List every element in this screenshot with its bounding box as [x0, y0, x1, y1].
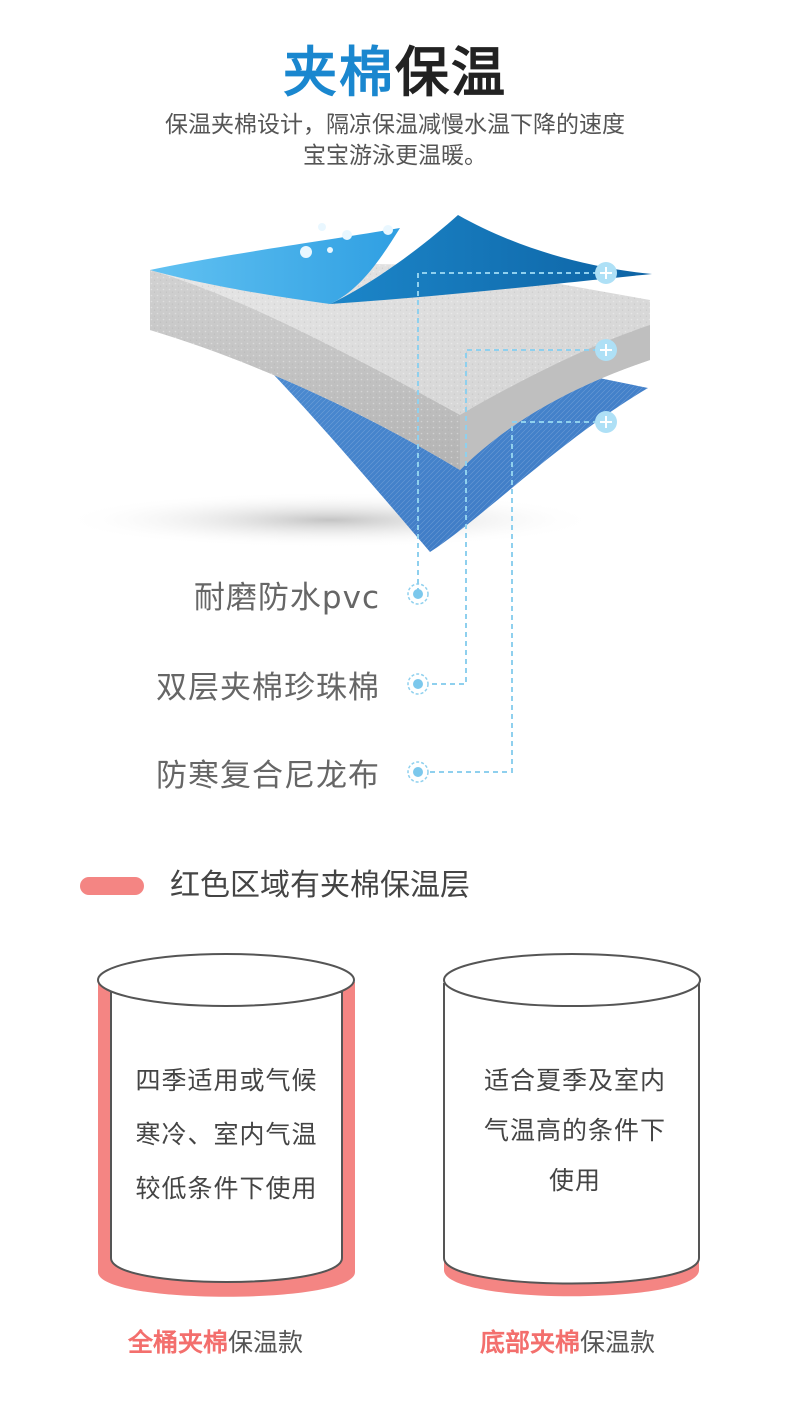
bucket-2-line-1: 适合夏季及室内 — [483, 1066, 666, 1095]
layer-label-nylon: 防寒复合尼龙布 — [156, 758, 380, 794]
bucket-1-caption-highlight: 全桶夹棉 — [128, 1328, 229, 1357]
buckets-illustration — [97, 953, 701, 1297]
bucket-full-quilted — [97, 953, 355, 1297]
bucket-1-line-3: 较低条件下使用 — [135, 1174, 318, 1203]
bucket-1-caption-rest: 保温款 — [228, 1328, 304, 1357]
bucket-2-line-3: 使用 — [548, 1166, 601, 1195]
layer-shadow — [60, 492, 600, 548]
subtitle-line-1: 保温夹棉设计，隔凉保温减慢水温下降的速度 — [165, 112, 625, 138]
bucket-2-caption-highlight: 底部夹棉 — [480, 1328, 581, 1357]
bucket-1-line-2: 寒冷、室内气温 — [135, 1120, 318, 1149]
layer-label-pvc: 耐磨防水pvc — [193, 580, 380, 616]
bucket-2-description: 适合夏季及室内 气温高的条件下 使用 — [450, 1056, 700, 1206]
layer-label-foam: 双层夹棉珍珠棉 — [156, 670, 380, 706]
water-bubble-icon — [300, 223, 393, 258]
plus-marker-icon — [595, 262, 617, 433]
bucket-2-line-2: 气温高的条件下 — [483, 1116, 666, 1145]
title-rest: 保温 — [395, 41, 507, 104]
foam-layer — [150, 263, 650, 470]
legend-text: 红色区域有夹棉保温层 — [170, 868, 470, 903]
pvc-layer — [150, 215, 652, 304]
bucket-2-caption-rest: 保温款 — [580, 1328, 656, 1357]
title-highlight: 夹棉 — [283, 41, 395, 104]
bucket-1-caption: 全桶夹棉保温款 — [128, 1326, 303, 1360]
bucket-1-line-1: 四季适用或气候 — [135, 1066, 318, 1095]
connector-lines — [417, 272, 598, 773]
material-layers-illustration — [60, 215, 652, 783]
page-title: 夹棉保温 — [0, 38, 790, 108]
bucket-2-caption: 底部夹棉保温款 — [480, 1326, 655, 1360]
bucket-bottom-quilted — [443, 953, 701, 1297]
subtitle-line-2: 宝宝游泳更温暖。 — [303, 143, 487, 169]
bucket-1-description: 四季适用或气候 寒冷、室内气温 较低条件下使用 — [111, 1054, 342, 1216]
legend-swatch — [80, 877, 144, 895]
target-dot-icon — [407, 583, 429, 783]
